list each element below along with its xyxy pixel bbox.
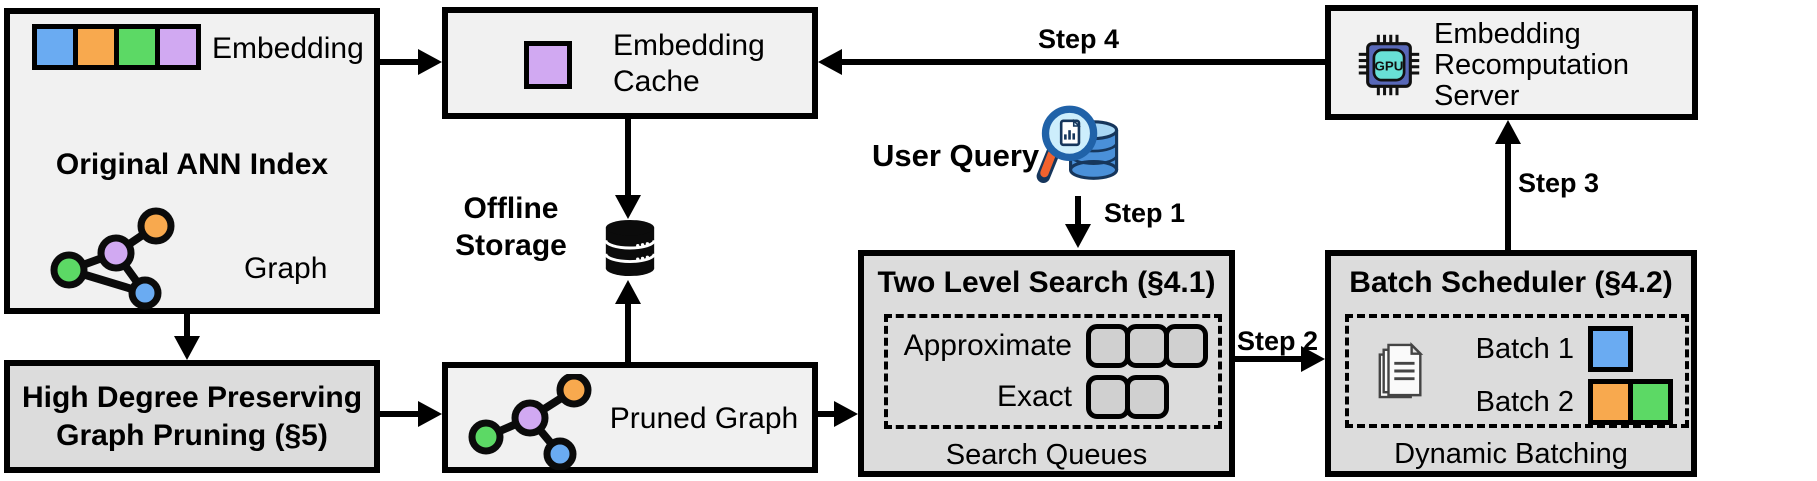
queue-slot xyxy=(1164,324,1208,369)
embedding-cache-label-line1: Embedding xyxy=(613,29,765,62)
recompute-label-line2: Recomputation xyxy=(1434,49,1630,81)
batch2-label: Batch 2 xyxy=(1475,385,1574,418)
graph-pruning-title-line2: Graph Pruning (§5) xyxy=(56,418,328,452)
queue-slot xyxy=(1086,374,1130,419)
batch1-label: Batch 1 xyxy=(1475,332,1574,365)
arrow-pruned-to-storage-line xyxy=(625,302,631,362)
approximate-label: Approximate xyxy=(903,329,1072,363)
cached-embedding-square xyxy=(524,41,572,89)
arrow-pruned-to-storage-head xyxy=(615,280,641,304)
embedding-cache-label-line2: Cache xyxy=(613,65,700,98)
embedding-label: Embedding xyxy=(212,32,364,65)
orange-square xyxy=(78,29,114,65)
graph-pruning-box: High Degree Preserving Graph Pruning (§5… xyxy=(4,360,380,473)
graph-icon xyxy=(468,374,592,470)
two-level-search-box: Two Level Search (§4.1) Approximate Exac… xyxy=(858,250,1235,477)
blue-square xyxy=(1588,326,1633,372)
batch2-squares xyxy=(1588,379,1673,425)
recomputation-server-box: GPU Embedding Recomputation Server xyxy=(1325,5,1698,120)
arrow-ann-to-cache-head xyxy=(418,49,442,75)
gpu-chip-icon: GPU xyxy=(1358,34,1420,96)
original-ann-index-box: Embedding Original ANN Index Graph xyxy=(4,8,380,314)
arrow-step1-head xyxy=(1065,224,1091,248)
blue-square xyxy=(37,29,73,65)
recompute-label-line3: Server xyxy=(1434,80,1520,112)
green-square xyxy=(119,29,155,65)
magnifier-database-icon xyxy=(1036,105,1119,183)
arrow-step3-line xyxy=(1505,142,1511,250)
arrow-pruned-to-search-line xyxy=(818,411,838,417)
exact-label: Exact xyxy=(996,379,1072,413)
ann-index-title: Original ANN Index xyxy=(55,148,329,181)
batch-scheduler-box: Batch Scheduler (§4.2) Batch 1 Batch 2 xyxy=(1325,250,1697,477)
step-3-label: Step 3 xyxy=(1518,168,1600,198)
recompute-label-line1: Embedding xyxy=(1434,18,1581,50)
step-1-label: Step 1 xyxy=(1104,198,1186,228)
step-4-label: Step 4 xyxy=(1038,24,1120,54)
user-query-label: User Query xyxy=(872,138,1040,173)
arrow-step1-line xyxy=(1075,196,1081,226)
graph-icon xyxy=(50,207,175,310)
arrow-ann-to-cache-line xyxy=(380,59,422,65)
search-queues-panel: Approximate Exact xyxy=(884,314,1222,429)
graph-label: Graph xyxy=(244,252,328,285)
approximate-queues xyxy=(1086,324,1208,369)
orange-square xyxy=(1588,379,1633,425)
arrow-pruning-to-pruned-line xyxy=(380,411,422,417)
arrow-step4-line xyxy=(838,59,1325,65)
queue-slot xyxy=(1125,374,1169,419)
arrow-step3-head xyxy=(1495,120,1521,144)
green-square xyxy=(1628,379,1673,425)
dynamic-batching-caption: Dynamic Batching xyxy=(1394,438,1628,470)
database-icon xyxy=(604,219,656,277)
arrow-step2-head xyxy=(1301,346,1325,372)
arrow-cache-to-storage-line xyxy=(625,119,631,197)
pruned-graph-label: Pruned Graph xyxy=(609,402,799,435)
arrow-ann-to-pruning-line xyxy=(184,314,190,338)
embedding-swatch xyxy=(32,24,201,70)
batch-scheduler-title: Batch Scheduler (§4.2) xyxy=(1349,266,1673,299)
two-level-search-title: Two Level Search (§4.1) xyxy=(877,266,1216,299)
queue-slot xyxy=(1086,324,1130,369)
queue-slot xyxy=(1125,324,1169,369)
arrow-pruning-to-pruned-head xyxy=(418,401,442,427)
dynamic-batching-panel: Batch 1 Batch 2 xyxy=(1345,314,1689,428)
offline-storage-label: Offline Storage xyxy=(455,192,567,262)
embedding-cache-box: Embedding Cache xyxy=(442,7,818,119)
gpu-chip-label: GPU xyxy=(1375,58,1404,73)
arrow-cache-to-storage-head xyxy=(615,195,641,219)
purple-square xyxy=(160,29,196,65)
purple-square xyxy=(524,41,572,89)
exact-queues xyxy=(1086,374,1208,419)
batch1-squares xyxy=(1588,326,1673,372)
arrow-step2-line xyxy=(1235,356,1305,362)
search-queues-caption: Search Queues xyxy=(945,439,1148,471)
arrow-pruned-to-search-head xyxy=(834,401,858,427)
arrow-ann-to-pruning-head xyxy=(174,336,200,360)
pruned-graph-box: Pruned Graph xyxy=(442,362,818,473)
graph-pruning-title-line1: High Degree Preserving xyxy=(21,380,363,414)
documents-icon xyxy=(1378,342,1424,399)
